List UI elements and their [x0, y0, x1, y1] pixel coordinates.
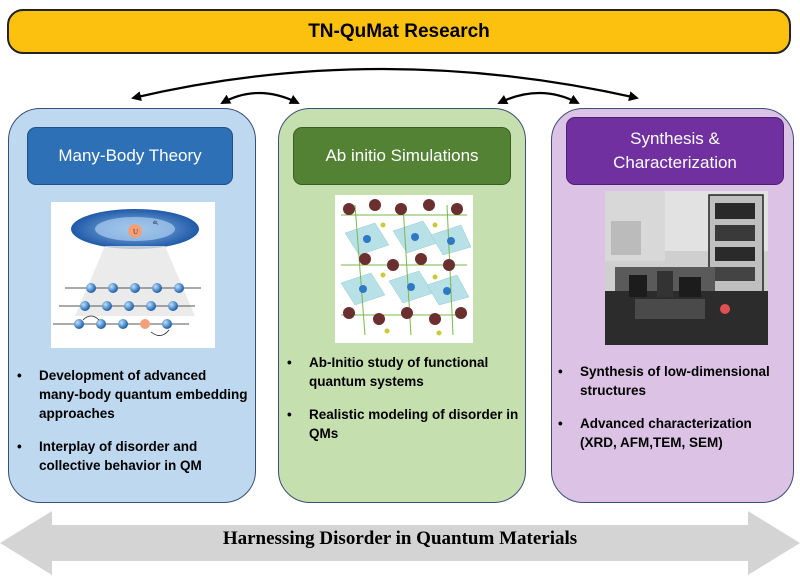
lab-equipment-graphic: [605, 191, 768, 345]
arrow-abinitio-synthesis: [497, 91, 580, 104]
list-item: Advanced characterization (XRD, AFM,TEM,…: [554, 414, 792, 452]
embedding-lattice-graphic: U dt₁: [53, 209, 201, 336]
lab-equipment-photo: [605, 191, 768, 345]
banner-title: TN-QuMat Research: [308, 20, 490, 42]
onsite-u-label: U: [133, 228, 138, 236]
panel-ab-initio: Ab initio Simulations: [278, 108, 526, 503]
theory-bullets: Development of advanced many-body quantu…: [13, 366, 249, 489]
list-item: Development of advanced many-body quantu…: [13, 366, 249, 423]
dt-label: dt₁: [153, 221, 159, 226]
lattice-figure: U dt₁: [51, 202, 215, 348]
list-item: Realistic modeling of disorder in QMs: [283, 405, 519, 443]
panel-title-synthesis: Synthesis & Characterization: [566, 117, 784, 185]
research-banner: TN-QuMat Research: [7, 9, 791, 54]
crystal-lattice-graphic: [340, 199, 472, 336]
panel-many-body-theory: Many-Body Theory U dt₁: [8, 108, 256, 503]
panel-synthesis: Synthesis & Characterization Synthesis o…: [551, 108, 794, 503]
synthesis-bullets: Synthesis of low-dimensional structures …: [554, 362, 792, 466]
footer-double-arrow: [0, 511, 800, 575]
list-item: Interplay of disorder and collective beh…: [13, 437, 249, 475]
footer-label: Harnessing Disorder in Quantum Materials: [222, 528, 578, 549]
crystal-structure-figure: [335, 195, 473, 343]
panel-title-many-body: Many-Body Theory: [27, 127, 233, 185]
list-item: Synthesis of low-dimensional structures: [554, 362, 792, 400]
arrow-theory-abinitio: [220, 91, 300, 104]
list-item: Ab-Initio study of functional quantum sy…: [283, 353, 519, 391]
panel-title-ab-initio: Ab initio Simulations: [293, 127, 511, 185]
arrow-theory-synthesis: [131, 67, 639, 102]
ab-initio-bullets: Ab-Initio study of functional quantum sy…: [283, 353, 519, 457]
